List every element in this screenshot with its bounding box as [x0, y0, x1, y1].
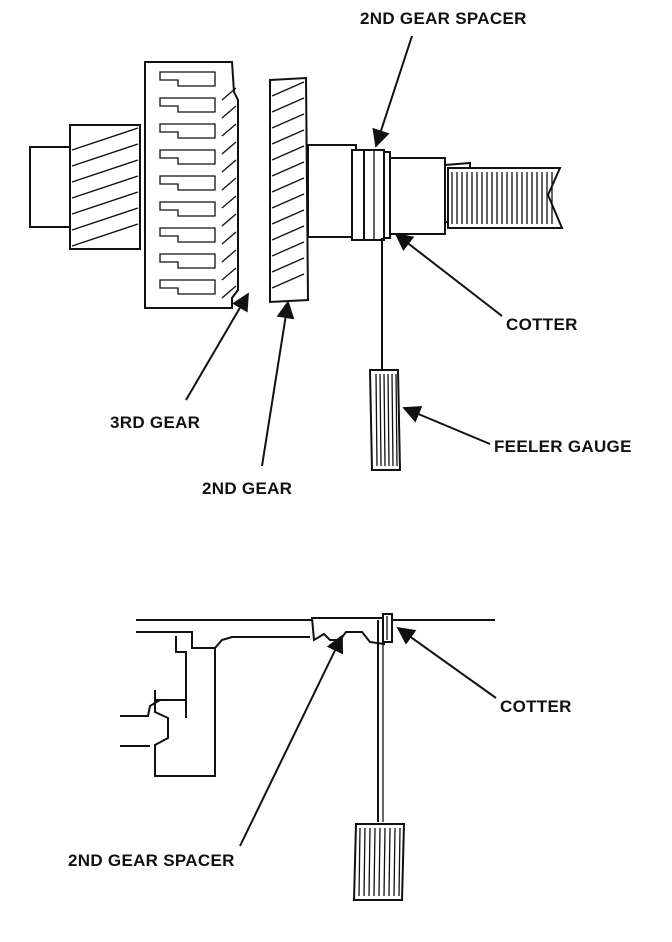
label-top-spacer: 2ND GEAR SPACER	[360, 9, 527, 28]
label-bottom-cotter: COTTER	[500, 697, 572, 716]
splined-shaft-end	[447, 167, 564, 229]
label-bottom-spacer: 2ND GEAR SPACER	[68, 851, 235, 870]
second-gear-spacer-section	[310, 617, 385, 646]
leader-top-spacer	[372, 35, 413, 148]
cross-section-illustration	[120, 613, 495, 901]
label-feeler-gauge: FEELER GAUGE	[494, 437, 632, 456]
label-third-gear: 3RD GEAR	[110, 413, 200, 432]
leader-bottom-spacer	[239, 634, 344, 847]
leader-bottom-cotter	[396, 626, 497, 699]
second-gear-body	[269, 76, 310, 304]
label-top-cotter: COTTER	[506, 315, 578, 334]
shaft-assembly-illustration	[29, 61, 564, 471]
label-second-gear: 2ND GEAR	[202, 479, 292, 498]
feeler-gauge	[368, 238, 402, 471]
shaft-left-end	[29, 124, 141, 250]
leader-third-gear	[185, 292, 249, 401]
shaft-center	[307, 144, 471, 241]
leader-second-gear	[261, 300, 295, 467]
leader-feeler-gauge	[402, 405, 491, 445]
leader-top-cotter	[394, 232, 503, 317]
third-gear-body	[144, 61, 239, 309]
